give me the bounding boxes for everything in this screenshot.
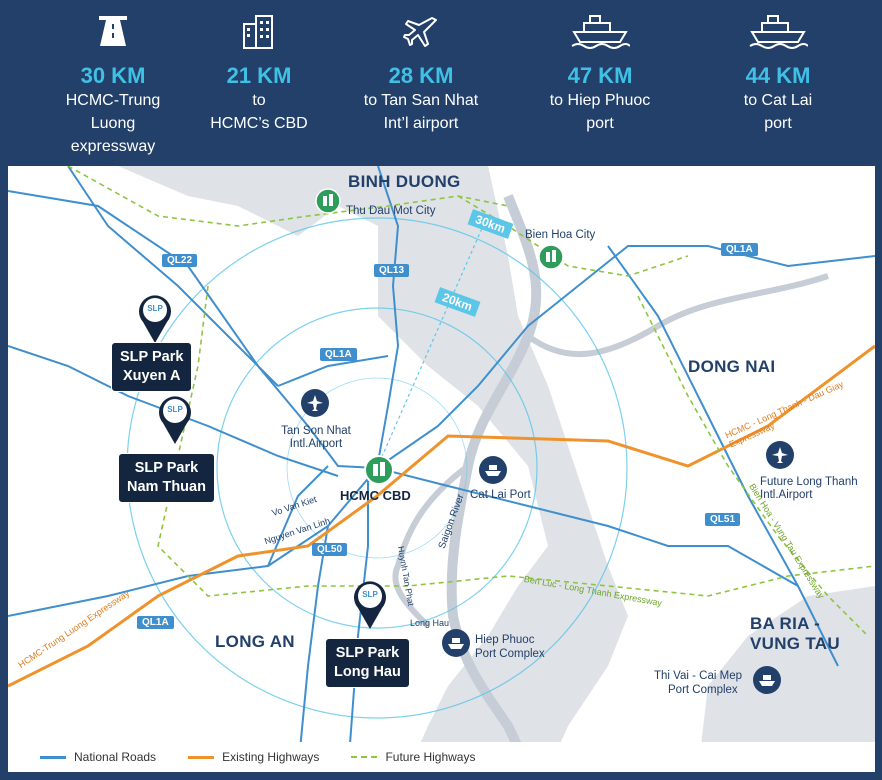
port-label-cai-mep-line2: Port Complex: [668, 684, 738, 696]
national-road: [67, 166, 279, 387]
legend-item-future-highways: Future Highways: [351, 750, 475, 764]
legend-item-national-roads: National Roads: [40, 750, 156, 764]
stat-description-line: Luong: [90, 115, 136, 132]
ship-icon: [525, 12, 675, 56]
region-binh-duong: BINH DUONG: [348, 172, 461, 191]
region-ba-ria-line2: VUNG TAU: [750, 634, 840, 653]
park-label-long-hau[interactable]: SLP Park Long Hau: [325, 638, 410, 688]
slp-logo: SLP: [167, 405, 183, 414]
street-label-long-hau: Long Hau: [410, 618, 450, 628]
port-label-cai-mep-line1: Thi Vai - Cai Mep: [654, 670, 742, 682]
stat-description-line: to Cat Lai: [743, 92, 813, 109]
city-label-bien-hoa: Bien Hoa City: [525, 229, 596, 241]
stat-description-line: to Hiep Phuoc: [549, 92, 651, 109]
legend-swatch-national: [40, 755, 66, 759]
park-name-line1: SLP Park: [335, 645, 400, 661]
city-label-thu-dau-mot: Thu Dau Mot City: [346, 205, 436, 217]
stat-item: 44 KM to Cat Lai port: [703, 12, 853, 134]
city-label-cbd: HCMC CBD: [340, 488, 411, 503]
airport-label-line1: Tan Son Nhat: [281, 425, 351, 437]
city-buildings-icon: [184, 12, 334, 56]
existing-highway: [8, 344, 875, 688]
road-label-ql1a-mid: QL1A: [320, 348, 357, 361]
national-road: [376, 166, 400, 469]
stat-description-line: port: [586, 115, 614, 132]
stat-item: 47 KM to Hiep Phuoc port: [525, 12, 675, 134]
stat-description-line: HCMC’s CBD: [210, 115, 308, 132]
airplane-icon: [346, 12, 496, 56]
region-ba-ria-line1: BA RIA -: [750, 614, 821, 633]
legend-swatch-existing: [188, 755, 215, 759]
future-highway: [157, 285, 875, 597]
national-road: [277, 355, 389, 387]
road-label-ql51: QL51: [705, 513, 741, 526]
national-road: [376, 467, 839, 667]
legend-label-national: National Roads: [74, 750, 157, 764]
national-road: [607, 245, 799, 587]
park-name-line2: Long Hau: [334, 664, 401, 680]
stat-description-line: HCMC-Trung: [65, 92, 161, 109]
park-name-line1: SLP Park: [134, 460, 199, 476]
road-label-ql50: QL50: [312, 543, 348, 556]
radius-line: [376, 225, 484, 469]
stat-description-line: Int’l airport: [383, 115, 459, 132]
map: BINH DUONG DONG NAI LONG AN BA RIA - VUN…: [8, 166, 875, 771]
park-name-line2: Xuyen A: [122, 368, 181, 384]
highway-icon: [38, 12, 188, 56]
stat-description-line: port: [764, 115, 792, 132]
road-label-ql22: QL22: [162, 254, 198, 267]
future-highway: [637, 295, 869, 637]
map-legend: National Roads Existing Highways Future …: [8, 742, 875, 772]
road-label-ql1a-bot: QL1A: [137, 616, 174, 629]
stat-distance: 44 KM: [745, 63, 811, 88]
river: [446, 194, 542, 771]
radius-circle: [216, 307, 538, 629]
stat-description-line: to Tan San Nhat: [363, 92, 479, 109]
park-name-line1: SLP Park: [120, 349, 184, 365]
stat-description-line: expressway: [70, 138, 156, 155]
stat-distance: 21 KM: [226, 63, 292, 88]
road-label-ql13: QL13: [374, 264, 410, 277]
park-label-xuyen-a[interactable]: SLP Park Xuyen A: [111, 342, 193, 392]
region-dong-nai: DONG NAI: [688, 357, 776, 376]
road-label-ql1a-top: QL1A: [721, 243, 758, 256]
ship-icon: [703, 12, 853, 56]
port-label-cat-lai: Cat Lai Port: [470, 489, 531, 501]
national-road: [8, 467, 378, 617]
stat-description-line: to: [252, 92, 266, 109]
river: [392, 463, 470, 629]
park-name-line2: Nam Thuan: [127, 479, 206, 495]
land-area: [488, 166, 875, 771]
national-road: [297, 525, 329, 771]
port-label-hiep-phuoc-line1: Hiep Phuoc: [475, 634, 535, 646]
national-road: [376, 245, 875, 469]
airport-label-long-thanh-line2: Intl.Airport: [760, 489, 813, 501]
legend-item-existing-highways: Existing Highways: [188, 750, 319, 764]
legend-label-future: Future Highways: [385, 750, 476, 764]
airport-label-line2: Intl.Airport: [289, 438, 343, 450]
port-label-hiep-phuoc-line2: Port Complex: [475, 648, 545, 660]
national-road: [267, 465, 329, 567]
stat-distance: 47 KM: [567, 63, 633, 88]
slp-logo: SLP: [362, 590, 378, 599]
stat-distance: 30 KM: [80, 63, 146, 88]
river: [526, 273, 829, 358]
airport-label-long-thanh-line1: Future Long Thanh: [760, 476, 858, 488]
region-long-an: LONG AN: [215, 632, 295, 651]
slp-logo: SLP: [147, 304, 163, 313]
park-label-nam-thuan[interactable]: SLP Park Nam Thuan: [118, 453, 215, 503]
legend-swatch-future: [351, 756, 378, 758]
radius-circle: [286, 377, 468, 559]
legend-label-existing: Existing Highways: [222, 750, 320, 764]
stat-distance: 28 KM: [388, 63, 454, 88]
